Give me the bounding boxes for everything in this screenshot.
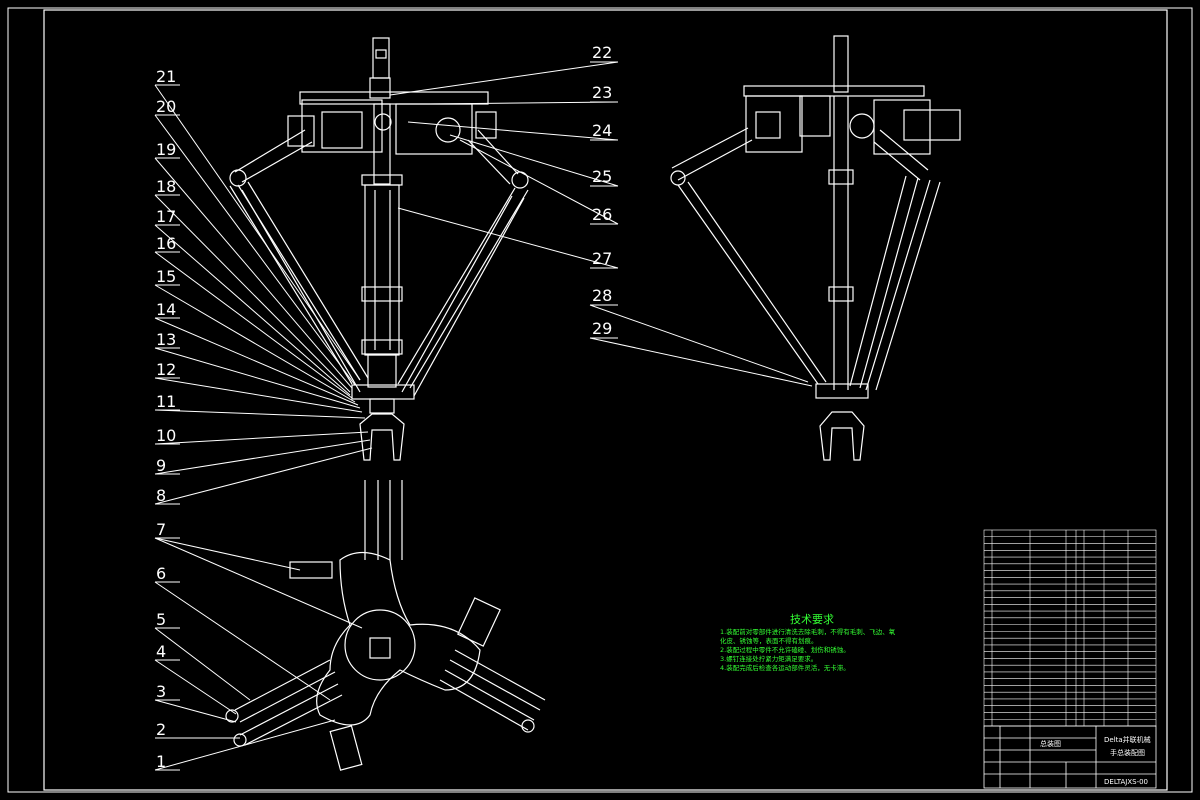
parts-list <box>983 529 1157 727</box>
balloon-22: 22 <box>592 43 612 62</box>
title-block <box>983 725 1157 789</box>
balloon-7: 7 <box>156 520 166 539</box>
tech-requirements-title: 技术要求 <box>790 613 834 626</box>
balloon-23: 23 <box>592 83 612 102</box>
balloon-26: 26 <box>592 205 612 224</box>
balloon-5: 5 <box>156 610 166 629</box>
balloon-8: 8 <box>156 486 166 505</box>
balloon-12: 12 <box>156 360 176 379</box>
balloon-13: 13 <box>156 330 176 349</box>
balloon-labels: 21 20 19 18 17 16 15 14 13 12 11 10 9 8 … <box>156 43 612 771</box>
title-block-assembly-label: 总装图 <box>1040 739 1061 748</box>
balloon-28: 28 <box>592 286 612 305</box>
inner-frame <box>43 9 1168 791</box>
balloon-27: 27 <box>592 249 612 268</box>
tech-line-4: 3.螺钉连接处拧紧力矩满足要求。 <box>720 654 817 663</box>
tech-line-2: 化皮、锈蚀等，表面不得有划痕。 <box>720 636 818 645</box>
tech-line-5: 4.装配完成后检查各运动部件灵活，无卡滞。 <box>720 663 850 672</box>
tech-line-1: 1.装配前对零部件进行清洗去除毛刺，不得有毛刺、飞边、氧 <box>720 627 896 636</box>
balloon-9: 9 <box>156 456 166 475</box>
title-block-drawing-number: DELTAJXS-00 <box>1104 778 1148 786</box>
balloon-24: 24 <box>592 121 612 140</box>
balloon-25: 25 <box>592 167 612 186</box>
outer-frame <box>7 7 1193 793</box>
balloon-20: 20 <box>156 97 176 116</box>
balloon-10: 10 <box>156 426 176 445</box>
balloon-4: 4 <box>156 642 166 661</box>
balloon-14: 14 <box>156 300 176 319</box>
balloon-3: 3 <box>156 682 166 701</box>
balloon-1: 1 <box>156 752 166 771</box>
title-block-drawing-subtitle: 手总装配图 <box>1110 748 1145 757</box>
side-view <box>670 35 961 461</box>
balloon-19: 19 <box>156 140 176 159</box>
balloon-16: 16 <box>156 234 176 253</box>
balloon-18: 18 <box>156 177 176 196</box>
balloon-15: 15 <box>156 267 176 286</box>
tech-requirements: 技术要求 1.装配前对零部件进行清洗去除毛刺，不得有毛刺、飞边、氧 化皮、锈蚀等… <box>720 613 896 672</box>
title-block-drawing-name: Delta并联机械 <box>1104 735 1151 744</box>
balloon-11: 11 <box>156 392 176 411</box>
balloon-17: 17 <box>156 207 176 226</box>
balloon-6: 6 <box>156 564 166 583</box>
balloon-29: 29 <box>592 319 612 338</box>
balloon-21: 21 <box>156 67 176 86</box>
balloon-2: 2 <box>156 720 166 739</box>
leader-lines <box>154 61 813 771</box>
top-view <box>225 480 546 771</box>
front-view <box>229 37 529 461</box>
tech-line-3: 2.装配过程中零件不允许磕碰、划伤和锈蚀。 <box>720 645 850 654</box>
